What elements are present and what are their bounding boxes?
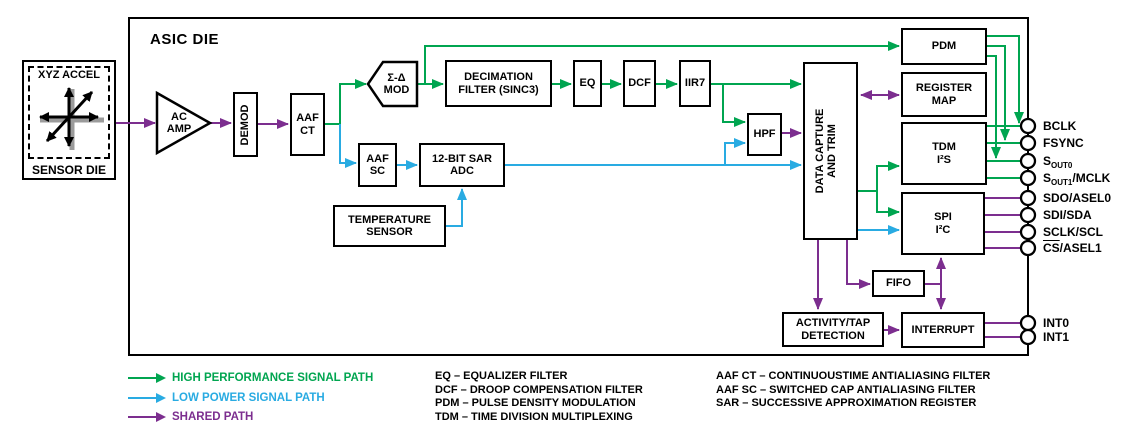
legend-arrow-purple-icon xyxy=(156,412,166,422)
block-iir7: IIR7 xyxy=(679,60,711,107)
pin-label-part: INT1 xyxy=(1043,330,1070,344)
wire-aafct-to-aafsc xyxy=(339,124,357,168)
wire-iir7-to-hpf xyxy=(722,84,746,127)
legend-arrow-green-icon xyxy=(156,373,166,383)
block-tdm-i2s: TDM I²S xyxy=(901,122,987,185)
wire-to-tdm xyxy=(876,161,900,191)
block-decimation-filter: DECIMATION FILTER (SINC3) xyxy=(445,60,552,107)
pin-bclk: BCLK xyxy=(1043,119,1076,133)
wire-branch-to-pdm xyxy=(424,41,900,84)
legend-line-cyan xyxy=(128,396,156,400)
legend-arrow-cyan-icon xyxy=(156,393,166,403)
pin-label-part: CS xyxy=(1043,241,1060,255)
abbreviations-column-2: AAF CT – CONTINUOUSTIME ANTIALIASING FIL… xyxy=(716,370,990,411)
block-sigma-delta-mod: Σ-Δ MOD xyxy=(383,71,410,96)
wire-high-performance-paths xyxy=(325,35,1024,217)
pin-sdo-asel0: SDO/ASEL0 xyxy=(1043,191,1111,205)
block-temperature-sensor: TEMPERATURE SENSOR xyxy=(333,205,446,247)
accelerometer-axes-icon xyxy=(39,87,104,150)
abbreviation-item: SAR – SUCCESSIVE APPROXIMATION REGISTER xyxy=(716,397,977,409)
pin-label-part: FSYNC xyxy=(1043,136,1084,150)
wire-low-power-paths xyxy=(339,124,900,235)
abbreviation-item: TDM – TIME DIVISION MULTIPLEXING xyxy=(435,410,633,423)
pin-label-part: S xyxy=(1043,154,1052,168)
legend-line-purple xyxy=(128,415,156,419)
block-data-capture-and-trim: DATA CAPTURE AND TRIM xyxy=(803,62,858,240)
wire-tempsensor-to-saradc xyxy=(446,188,467,227)
sensor-die-caption: SENSOR DIE xyxy=(31,163,106,177)
pin-label-part: /MCLK xyxy=(1072,171,1111,185)
pin-sout1-mclk: SOUT1/MCLK xyxy=(1043,171,1111,187)
block-interrupt: INTERRUPT xyxy=(901,312,985,348)
legend-shared: SHARED PATH xyxy=(128,409,253,425)
pin-label-part: OUT0 xyxy=(1051,161,1073,170)
abbreviation-item: DCF – DROOP COMPENSATION FILTER xyxy=(435,383,643,396)
pin-label-part: INT0 xyxy=(1043,316,1070,330)
block-hpf: HPF xyxy=(747,113,782,156)
sensor-die-dashed-box xyxy=(28,66,110,159)
block-activity-tap-detection: ACTIVITY/TAP DETECTION xyxy=(782,312,884,347)
pin-sout0: SOUT0 xyxy=(1043,154,1073,170)
pin-label-part: SCLK/SCL xyxy=(1043,225,1103,239)
pin-label-part: /ASEL1 xyxy=(1059,241,1102,255)
pin-int0: INT0 xyxy=(1043,316,1069,330)
legend-label: SHARED PATH xyxy=(172,411,254,423)
abbreviation-item: AAF CT – CONTINUOUSTIME ANTIALIASING FIL… xyxy=(716,370,991,382)
block-pdm: PDM xyxy=(901,28,987,65)
wire-to-spi-green xyxy=(876,191,900,217)
legend-line-green xyxy=(128,376,156,380)
wire-shared-paths xyxy=(116,90,1022,338)
block-eq: EQ xyxy=(573,60,602,107)
pin-label-part: OUT1 xyxy=(1051,178,1073,187)
pin-sdi-sda: SDI/SDA xyxy=(1043,208,1092,222)
pin-int1: INT1 xyxy=(1043,330,1069,344)
block-spi-i2c: SPI I²C xyxy=(901,192,985,255)
block-dcf: DCF xyxy=(623,60,656,107)
pin-label-part: SDI/SDA xyxy=(1043,208,1092,222)
wire-datacapture-to-fifo xyxy=(846,240,871,289)
block-fifo: FIFO xyxy=(872,270,925,297)
abbreviation-item: PDM – PULSE DENSITY MODULATION xyxy=(435,397,636,409)
legend-label: LOW POWER SIGNAL PATH xyxy=(172,392,325,404)
pin-sclk-scl: SCLK/SCL xyxy=(1043,225,1103,239)
legend-high-performance: HIGH PERFORMANCE SIGNAL PATH xyxy=(128,370,373,386)
pin-cs-asel1: CS/ASEL1 xyxy=(1043,241,1102,255)
abbreviation-item: AAF SC – SWITCHED CAP ANTIALIASING FILTE… xyxy=(716,383,976,396)
pin-label-part: S xyxy=(1043,171,1052,185)
block-ac-amp: AC AMP xyxy=(166,110,192,135)
asic-die-title: ASIC DIE xyxy=(150,31,220,48)
sigma-delta-pentagon xyxy=(366,60,419,108)
ac-amp-triangle xyxy=(155,90,213,156)
wire-pdm-to-fsync xyxy=(987,45,1010,141)
pin-circles xyxy=(1019,117,1037,346)
block-register-map: REGISTER MAP xyxy=(901,72,987,117)
pin-fsync: FSYNC xyxy=(1043,136,1084,150)
abbreviation-item: EQ – EQUALIZER FILTER xyxy=(435,370,568,382)
pin-label-part: BCLK xyxy=(1043,119,1077,133)
block-aaf-sc: AAF SC xyxy=(358,143,397,187)
block-aaf-ct: AAF CT xyxy=(290,93,325,156)
block-demod: DEMOD xyxy=(233,92,258,157)
legend-low-power: LOW POWER SIGNAL PATH xyxy=(128,390,325,406)
wire-pdm-to-sout0 xyxy=(987,55,1001,159)
wire-aafct-to-sdmod xyxy=(325,84,366,125)
wire-saradc-to-hpf xyxy=(724,138,746,165)
sensor-die-label: XYZ ACCEL xyxy=(38,69,100,81)
block-sar-adc: 12-BIT SAR ADC xyxy=(419,143,505,187)
wire-pdm-to-bclk xyxy=(987,35,1024,124)
legend-label: HIGH PERFORMANCE SIGNAL PATH xyxy=(172,372,374,384)
pin-label-part: SDO/ASEL0 xyxy=(1043,191,1112,205)
